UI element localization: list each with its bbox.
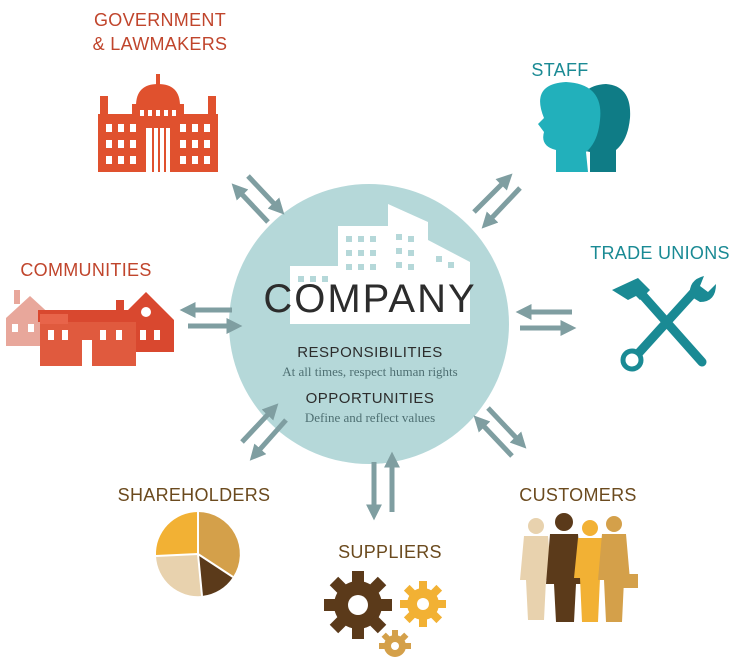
office-buildings-icon [290, 204, 470, 324]
pie-chart-icon [155, 511, 240, 597]
arrow-to-shareholders [249, 418, 288, 461]
arrow-from-customers [473, 415, 514, 458]
label-customers: CUSTOMERS [519, 485, 637, 505]
capitol-building-icon [98, 74, 218, 172]
label-communities: COMMUNITIES [20, 260, 152, 280]
opportunities-heading: OPPORTUNITIES [305, 390, 435, 407]
hammer-wrench-icon [612, 276, 716, 372]
gears-icon [324, 571, 446, 657]
responsibilities-text: At all times, respect human rights [282, 364, 458, 379]
label-suppliers: SUPPLIERS [338, 542, 442, 562]
arrow-to-customers [486, 406, 527, 449]
arrow-from-shareholders [240, 403, 279, 444]
responsibilities-heading: RESPONSIBILITIES [297, 344, 443, 361]
arrow-from-government [246, 174, 285, 215]
label-trade-unions: TRADE UNIONS [590, 243, 730, 263]
arrow-to-government [231, 183, 270, 224]
arrow-from-staff [481, 186, 522, 229]
company-title: COMPANY [263, 277, 477, 321]
heads-silhouette-icon [538, 82, 631, 172]
arrows [179, 173, 577, 521]
arrow-to-staff [472, 173, 513, 214]
people-silhouette-icon [520, 513, 638, 622]
houses-icon [6, 290, 174, 366]
label-government: GOVERNMENT & LAWMAKERS [60, 8, 260, 56]
label-government-line1: GOVERNMENT [93, 10, 226, 30]
label-government-line2: & LAWMAKERS [92, 34, 228, 54]
opportunities-text: Define and reflect values [304, 410, 436, 425]
label-staff: STAFF [531, 60, 589, 80]
label-shareholders: SHAREHOLDERS [117, 485, 271, 505]
